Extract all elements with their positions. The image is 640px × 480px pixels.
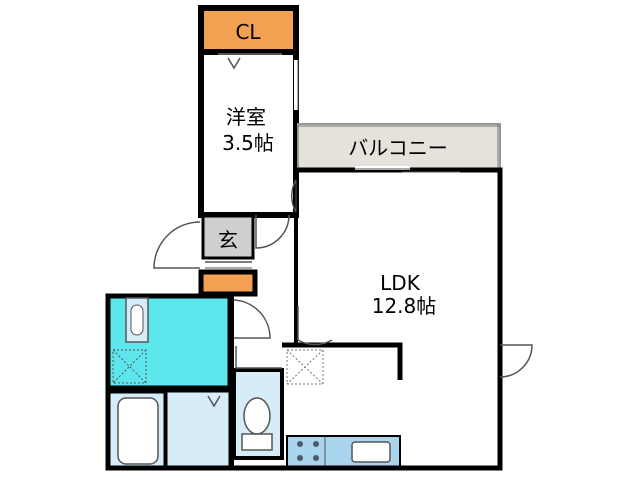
western-room-size: 3.5帖 [222, 131, 274, 155]
bathroom [105, 388, 232, 471]
ldk-exterior-door [499, 344, 533, 378]
washbasin-bowl [130, 304, 144, 336]
ldk-walls [282, 167, 503, 471]
entrance: 玄 [153, 214, 258, 297]
ldk-label: LDK [380, 271, 421, 295]
ldk-hall-door [297, 306, 333, 346]
bath-changing-area [164, 389, 232, 470]
closet-room: CL [198, 5, 299, 55]
entrance-label: 玄 [218, 228, 238, 252]
closet-door-arrow [227, 57, 241, 70]
refrigerator-x2 [286, 349, 324, 385]
closet-label: CL [235, 20, 261, 44]
stove-burner-1 [297, 441, 303, 447]
toilet-tank [241, 433, 273, 451]
hall-door [255, 214, 290, 249]
western-room-door [290, 179, 297, 213]
toilet-door [235, 346, 282, 369]
balcony-fill [297, 123, 501, 171]
bathtub [117, 397, 159, 465]
stove-burner-4 [313, 455, 319, 461]
western-room: 洋室 3.5帖 [198, 49, 299, 218]
ldk-size: 12.8帖 [372, 294, 437, 318]
balcony: バルコニー [297, 123, 501, 171]
balcony-label: バルコニー [348, 136, 448, 160]
western-room-label: 洋室 [226, 105, 266, 129]
stove-burner-2 [313, 441, 319, 447]
entrance-fill [201, 214, 255, 260]
entrance-door [153, 221, 201, 269]
kitchen-sink [351, 441, 391, 463]
washroom-door [231, 299, 271, 339]
toilet-bowl [243, 397, 271, 435]
washroom [105, 293, 271, 391]
kitchen [286, 435, 401, 469]
washing-machine-space [112, 349, 147, 384]
shoe-box [198, 269, 258, 297]
bathroom-door-arrow [207, 395, 221, 408]
toilet [232, 346, 284, 460]
kitchen-partition [282, 342, 403, 380]
stove-burner-3 [297, 455, 303, 461]
ldk-room: LDK 12.8帖 [282, 166, 533, 471]
